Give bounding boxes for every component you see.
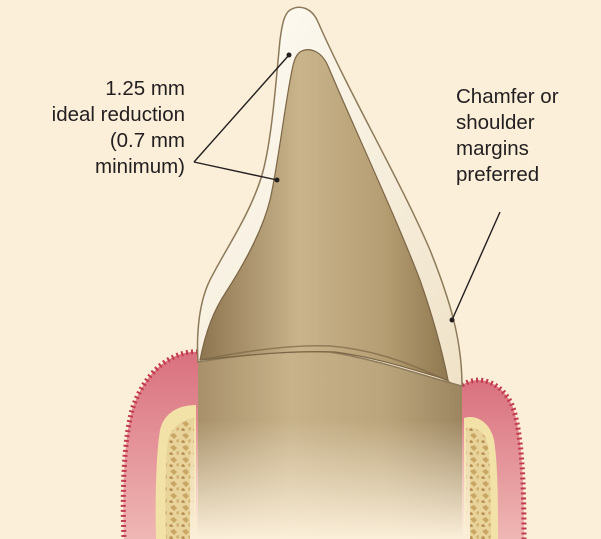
margins-line-1: Chamfer or	[456, 84, 559, 110]
margins-line-4: preferred	[456, 162, 559, 188]
reduction-line-4: minimum)	[52, 154, 185, 180]
reduction-line-3: (0.7 mm	[52, 128, 185, 154]
margins-annotation: Chamfer or shoulder margins preferred	[456, 84, 559, 188]
reduction-line-1: 1.25 mm	[52, 76, 185, 102]
reduction-line-2: ideal reduction	[52, 102, 185, 128]
margins-line-3: margins	[456, 136, 559, 162]
right-gingiva	[462, 380, 524, 539]
tooth-root	[190, 349, 470, 539]
margins-line-2: shoulder	[456, 110, 559, 136]
reduction-annotation: 1.25 mm ideal reduction (0.7 mm minimum)	[52, 76, 185, 180]
left-gingiva	[123, 352, 198, 539]
